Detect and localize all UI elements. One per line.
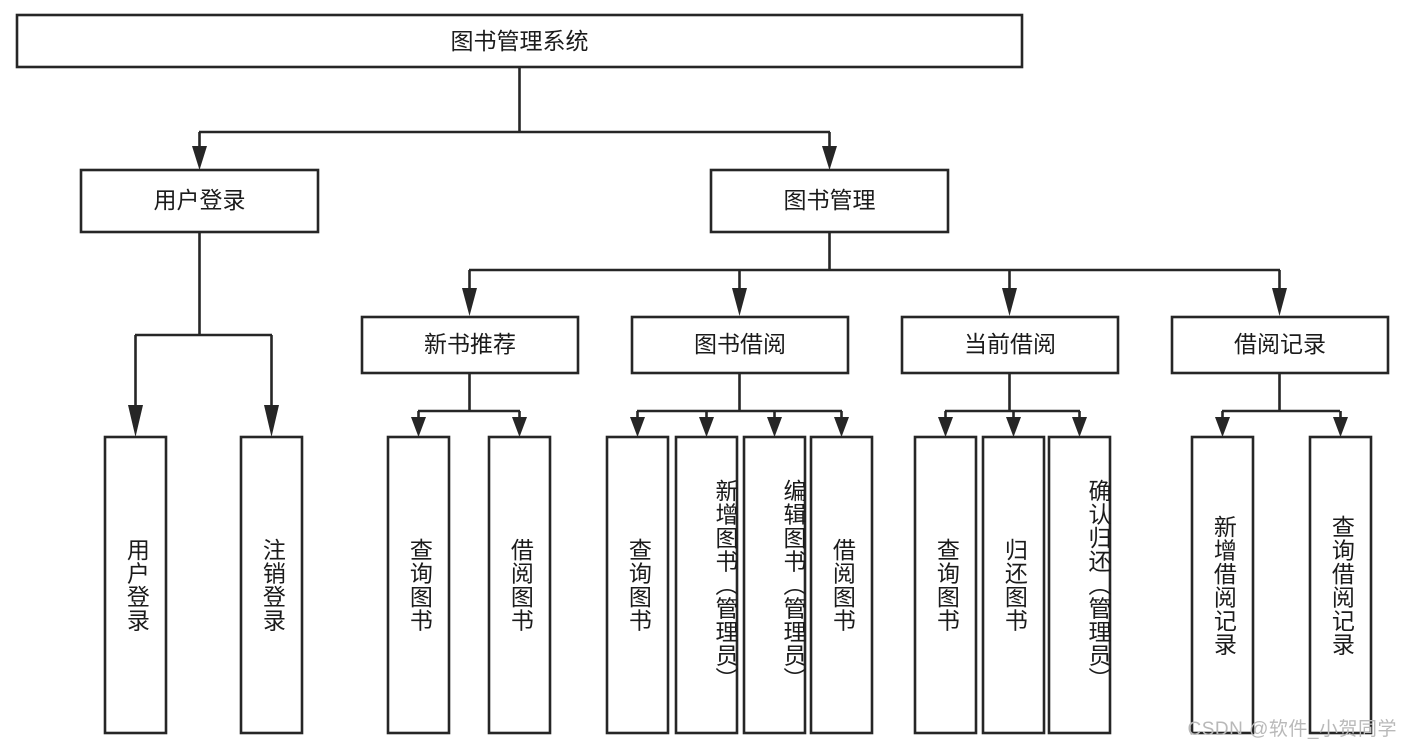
leaf-newbook-borrow[interactable] [487,435,552,735]
node-book-borrow[interactable]: 图书借阅 [630,315,850,375]
node-current-borrow-label: 当前借阅 [964,331,1056,357]
node-book-borrow-label: 图书借阅 [694,331,786,357]
leaf-user-login-login[interactable] [103,435,168,735]
node-borrow-record-label: 借阅记录 [1234,331,1326,357]
node-book-management-label: 图书管理 [784,187,876,213]
node-new-book-recommend-label: 新书推荐 [424,331,516,357]
connector-currentborrow-to-leaves [938,373,1087,437]
leaf-bookborrow-edit[interactable] [742,435,807,735]
leaf-newbook-query[interactable] [386,435,451,735]
node-current-borrow[interactable]: 当前借阅 [900,315,1120,375]
connector-newbook-to-leaves [411,373,527,437]
node-user-login-label: 用户登录 [154,187,246,213]
leaf-user-login-logout[interactable] [239,435,304,735]
leaf-borrowrecord-query[interactable] [1308,435,1373,735]
leaf-bookborrow-query[interactable] [605,435,670,735]
connector-bookborrow-to-leaves [630,373,849,437]
connector-bookmanage-to-level3 [462,232,1287,316]
leaf-bookborrow-add[interactable] [674,435,739,735]
connector-borrowrecord-to-leaves [1215,373,1348,437]
leaf-bookborrow-borrow[interactable] [809,435,874,735]
leaf-borrowrecord-add[interactable] [1190,435,1255,735]
node-user-login[interactable]: 用户登录 [79,168,320,234]
connector-userlogin-to-leaves [128,232,279,437]
node-book-management[interactable]: 图书管理 [709,168,950,234]
leaf-currentborrow-query[interactable] [913,435,978,735]
connector-root-to-level2 [192,67,837,170]
csdn-watermark: CSDN @软件_小贺同学 [1187,719,1397,740]
leaf-currentborrow-confirm[interactable] [1047,435,1112,735]
node-borrow-record[interactable]: 借阅记录 [1170,315,1390,375]
node-root-system[interactable]: 图书管理系统 [15,13,1024,69]
node-new-book-recommend[interactable]: 新书推荐 [360,315,580,375]
leaf-currentborrow-return[interactable] [981,435,1046,735]
node-root-label: 图书管理系统 [451,28,589,54]
